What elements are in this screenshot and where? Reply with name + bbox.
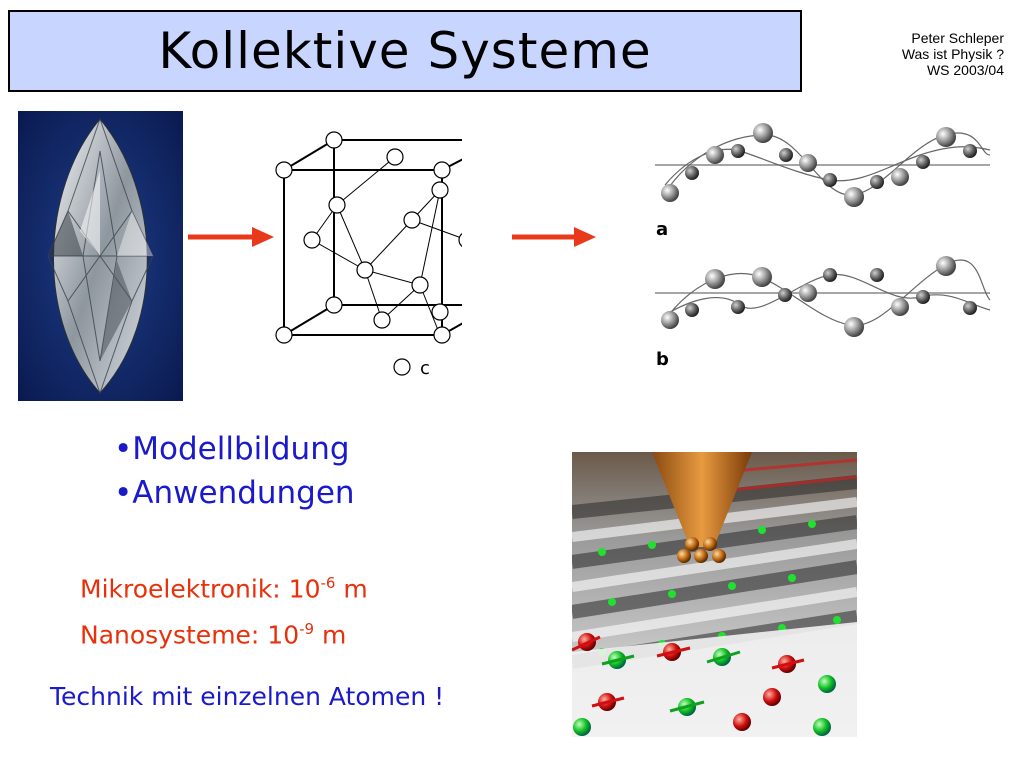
footer-statement: Technik mit einzelnen Atomen !: [50, 682, 445, 711]
lattice-waves-diagram: a b: [655, 123, 991, 370]
diamond-image: [18, 111, 183, 401]
wave-label-b: b: [656, 349, 669, 370]
scale-micro-unit: m: [335, 574, 368, 604]
semester: WS 2003/04: [926, 62, 1004, 78]
slide-title: Kollektive Systeme: [158, 22, 652, 80]
scale-micro-label: Mikroelektronik: 10: [80, 574, 321, 604]
course-name: Was ist Physik ?: [901, 46, 1004, 62]
title-box: Kollektive Systeme: [8, 10, 802, 92]
stm-tip-image: [572, 452, 857, 737]
scale-nano-unit: m: [314, 620, 347, 650]
arrow-right-icon: [188, 227, 274, 247]
author-block: Peter Schleper Was ist Physik ? WS 2003/…: [902, 30, 1004, 78]
arrow-right-icon: [512, 227, 596, 247]
atom-legend-label: c: [420, 358, 430, 379]
wave-label-a: a: [656, 219, 668, 240]
bullet-modellbildung: •Modellbildung: [114, 431, 350, 467]
crystal-lattice-diagram: c: [275, 131, 462, 379]
scale-nano-label: Nanosysteme: 10: [80, 620, 300, 650]
scale-nanosysteme: Nanosysteme: 10-9 m: [80, 609, 368, 655]
author-name: Peter Schleper: [911, 30, 1004, 46]
scale-list: Mikroelektronik: 10-6 m Nanosysteme: 10-…: [80, 563, 368, 656]
bullet-anwendungen: •Anwendungen: [114, 475, 355, 511]
bullet-list: •Modellbildung •Anwendungen: [114, 427, 355, 515]
scale-mikroelektronik: Mikroelektronik: 10-6 m: [80, 563, 368, 609]
scale-nano-exponent: -9: [299, 620, 315, 639]
scale-micro-exponent: -6: [320, 574, 336, 592]
